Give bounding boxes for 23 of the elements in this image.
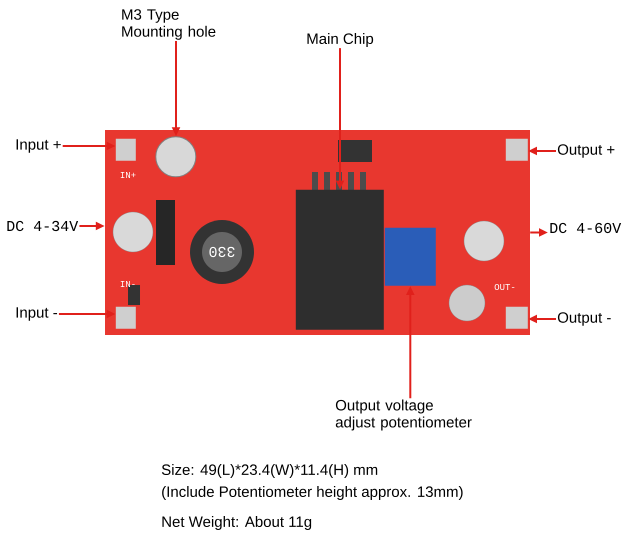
solder-pad bbox=[116, 306, 136, 329]
solder-pad bbox=[116, 138, 136, 161]
solder-pad bbox=[506, 306, 528, 329]
callout-text: Output + bbox=[558, 144, 614, 158]
callout-text: Output voltage adjust potentiometer bbox=[336, 400, 472, 430]
callout-text: Output - bbox=[558, 312, 611, 326]
callout-text: Input - bbox=[16, 307, 58, 321]
chip bbox=[296, 190, 384, 330]
note-text: Net Weight: About 11g bbox=[162, 516, 312, 530]
solder-pad bbox=[506, 138, 528, 161]
callout-text: Main Chip bbox=[307, 33, 374, 47]
board-marking: IN- bbox=[120, 281, 135, 287]
board-marking: OUT- bbox=[494, 284, 514, 290]
note-text: (Include Potentiometer height approx. 13mm) bbox=[162, 486, 463, 500]
board-marking: 330 bbox=[209, 246, 235, 258]
note-text: Size: 49(L)*23.4(W)*11.4(H) mm bbox=[162, 464, 378, 478]
callout-text: DC 4-60V bbox=[550, 222, 622, 234]
board-marking: IN+ bbox=[120, 172, 136, 178]
callout-text: DC 4-34V bbox=[7, 220, 78, 232]
potentiometer bbox=[384, 228, 436, 286]
callout-text: M3 Type Mounting hole bbox=[122, 9, 216, 40]
mounting-hole bbox=[155, 136, 196, 178]
callout-text: Input + bbox=[16, 139, 61, 153]
